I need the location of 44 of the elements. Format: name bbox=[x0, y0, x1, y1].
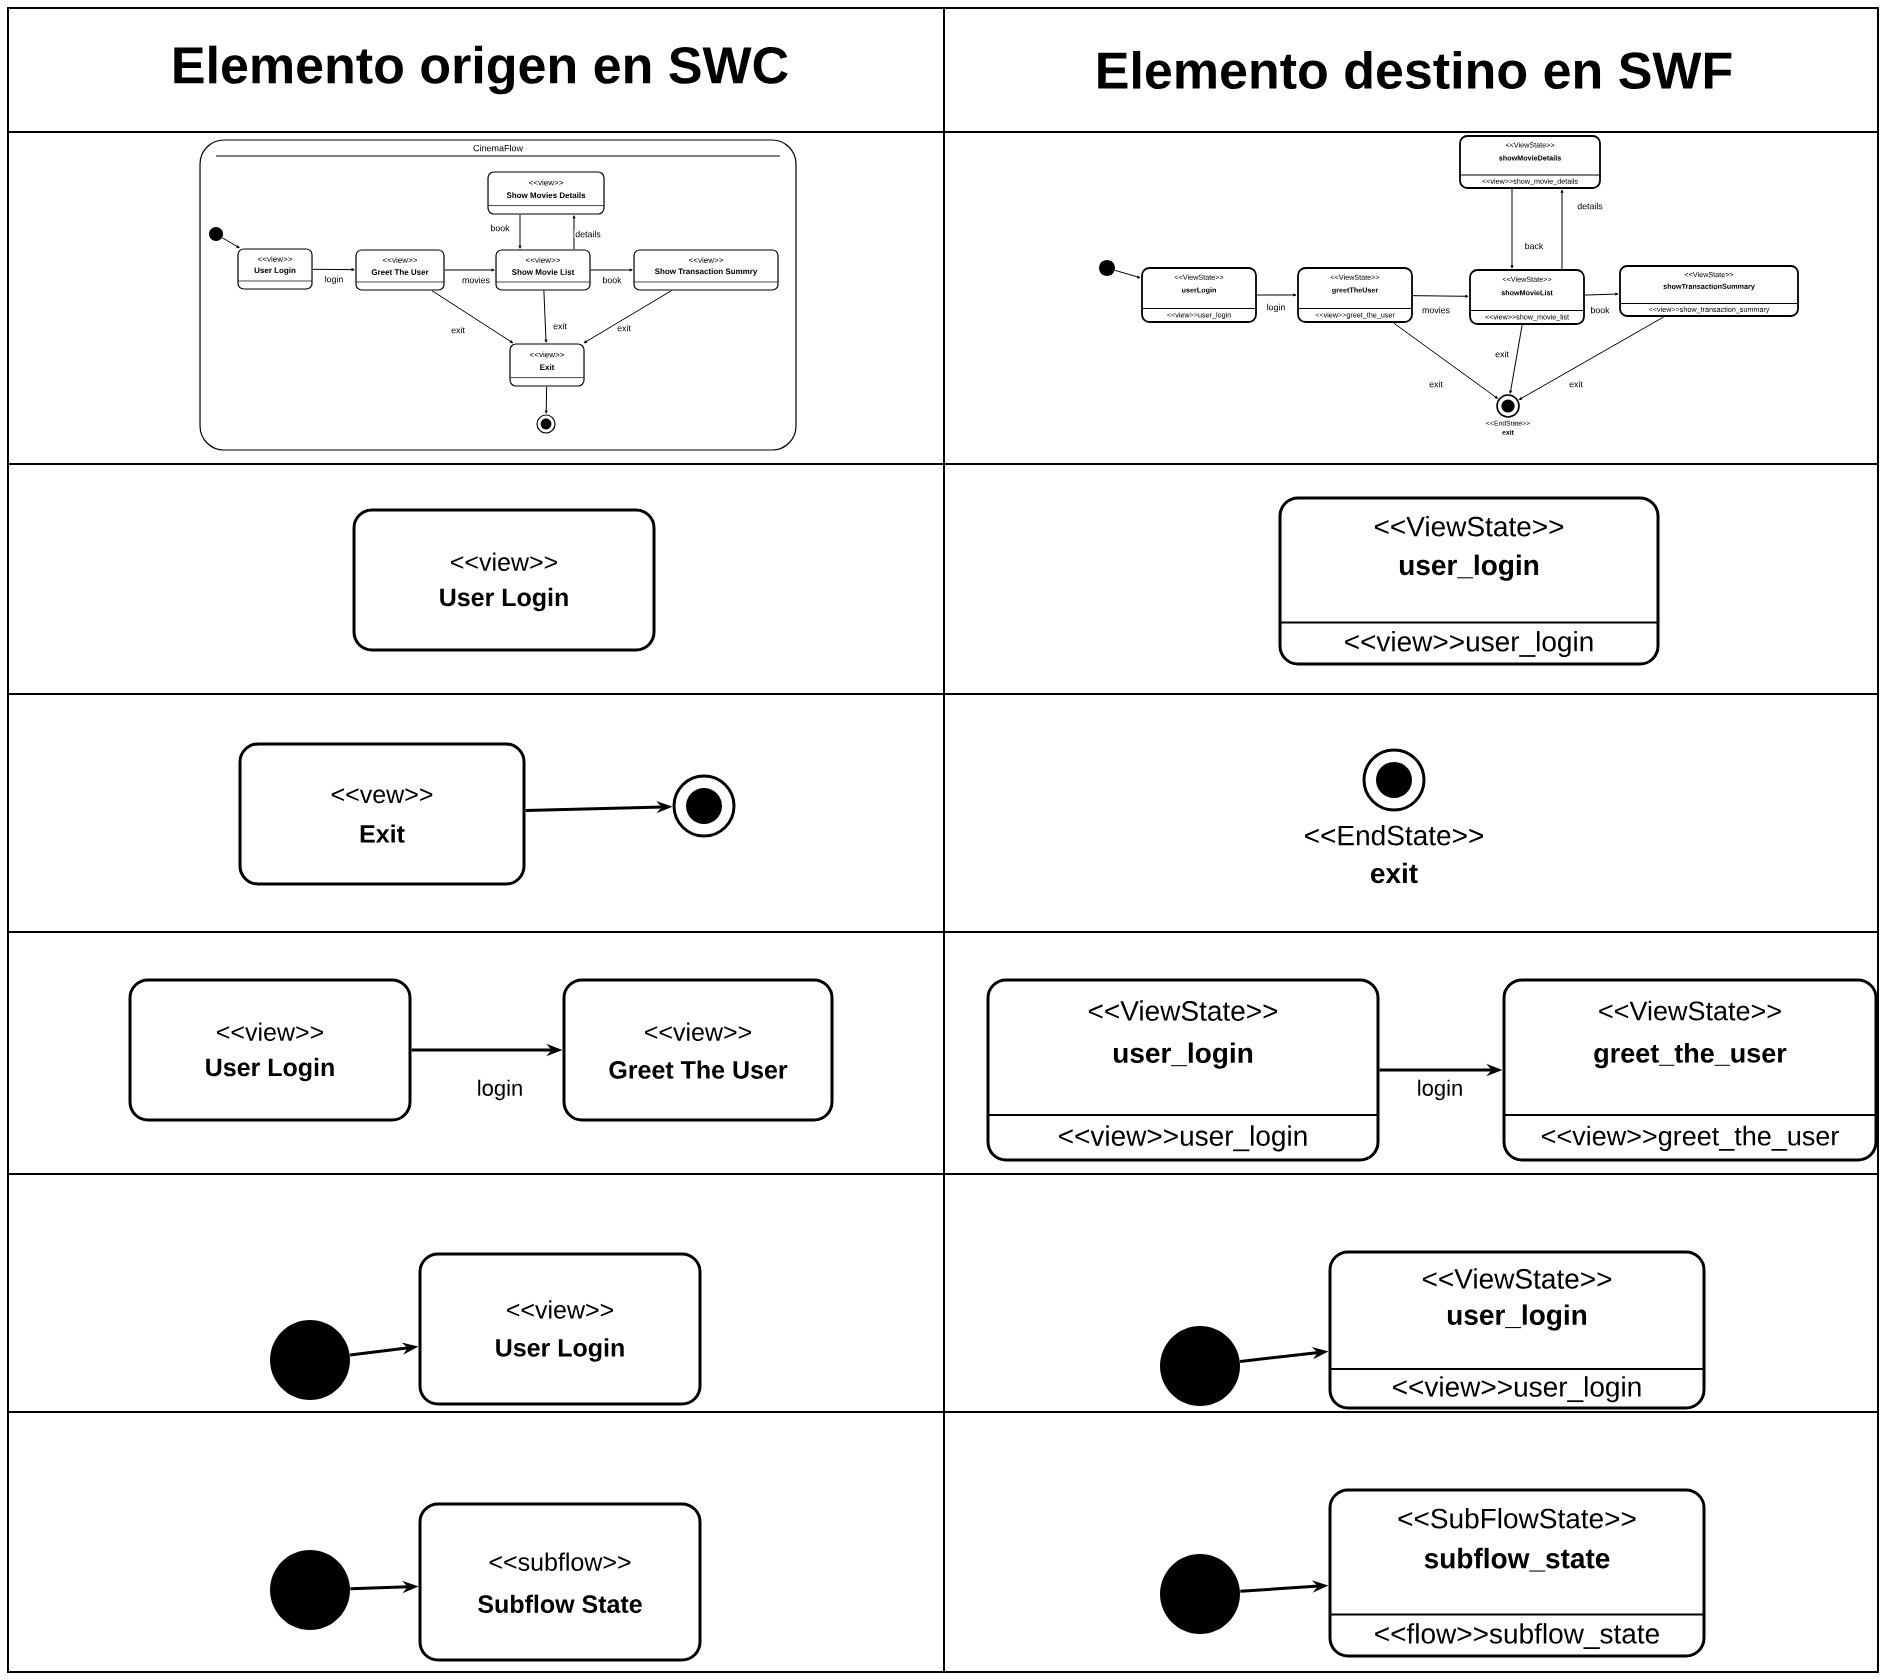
header-text: Elemento origen en SWC bbox=[174, 45, 788, 95]
arrow bbox=[544, 386, 548, 414]
header-text: Elemento destino en SWF bbox=[1098, 50, 1732, 90]
state-box: <<subflow>> Subflow State bbox=[418, 1502, 702, 1662]
initial-dot bbox=[270, 1320, 350, 1400]
arrow bbox=[1412, 294, 1469, 298]
state-box: <<view>> User Login bbox=[418, 1252, 702, 1406]
state-box: <<ViewState>> greet_the_user <<view>>greet_the_user bbox=[1502, 978, 1878, 1162]
arrow bbox=[1584, 292, 1619, 296]
initial-dot bbox=[270, 1550, 350, 1630]
state-label: <<EndState>> bbox=[1305, 824, 1483, 846]
initial-dot bbox=[1160, 1554, 1240, 1634]
arrow bbox=[1510, 188, 1514, 269]
arrow bbox=[1560, 189, 1564, 270]
arrow bbox=[431, 290, 514, 344]
state-box: <<ViewState>> user_login <<view>>user_login bbox=[986, 978, 1380, 1162]
state-box: <<ViewState>> user_login <<view>>user_login bbox=[1328, 1250, 1706, 1410]
state-box: <<view>> User Login bbox=[128, 978, 412, 1122]
arrow bbox=[1114, 269, 1141, 279]
arrow bbox=[1392, 322, 1498, 399]
arrow bbox=[221, 237, 240, 249]
arrow bbox=[518, 214, 522, 249]
arrow bbox=[590, 268, 633, 272]
arrow bbox=[583, 290, 673, 344]
arrow bbox=[312, 268, 355, 272]
final-state-circle bbox=[536, 414, 556, 434]
edge-label: login bbox=[1415, 1078, 1465, 1102]
arrow bbox=[543, 290, 548, 343]
final-state-circle bbox=[672, 774, 736, 838]
initial-dot bbox=[209, 227, 223, 241]
state-box: <<ViewState>> user_login <<view>>user_login bbox=[1278, 496, 1660, 666]
edge-label: login bbox=[475, 1078, 525, 1102]
state-box: <<view>> User Login bbox=[352, 508, 656, 652]
state-box: <<vew>> Exit bbox=[238, 742, 526, 886]
state-box: <<view>> Greet The User bbox=[562, 978, 834, 1122]
arrow bbox=[444, 268, 495, 272]
arrow bbox=[1518, 316, 1665, 400]
arrow bbox=[572, 215, 576, 250]
arrow bbox=[1256, 293, 1297, 297]
state-box: <<SubFlowState>> subflow_state <<flow>>subflow_state bbox=[1328, 1488, 1706, 1658]
initial-dot bbox=[1099, 260, 1115, 276]
state-label: exit bbox=[1371, 862, 1418, 884]
arrow bbox=[1509, 324, 1523, 394]
initial-dot bbox=[1160, 1326, 1240, 1406]
